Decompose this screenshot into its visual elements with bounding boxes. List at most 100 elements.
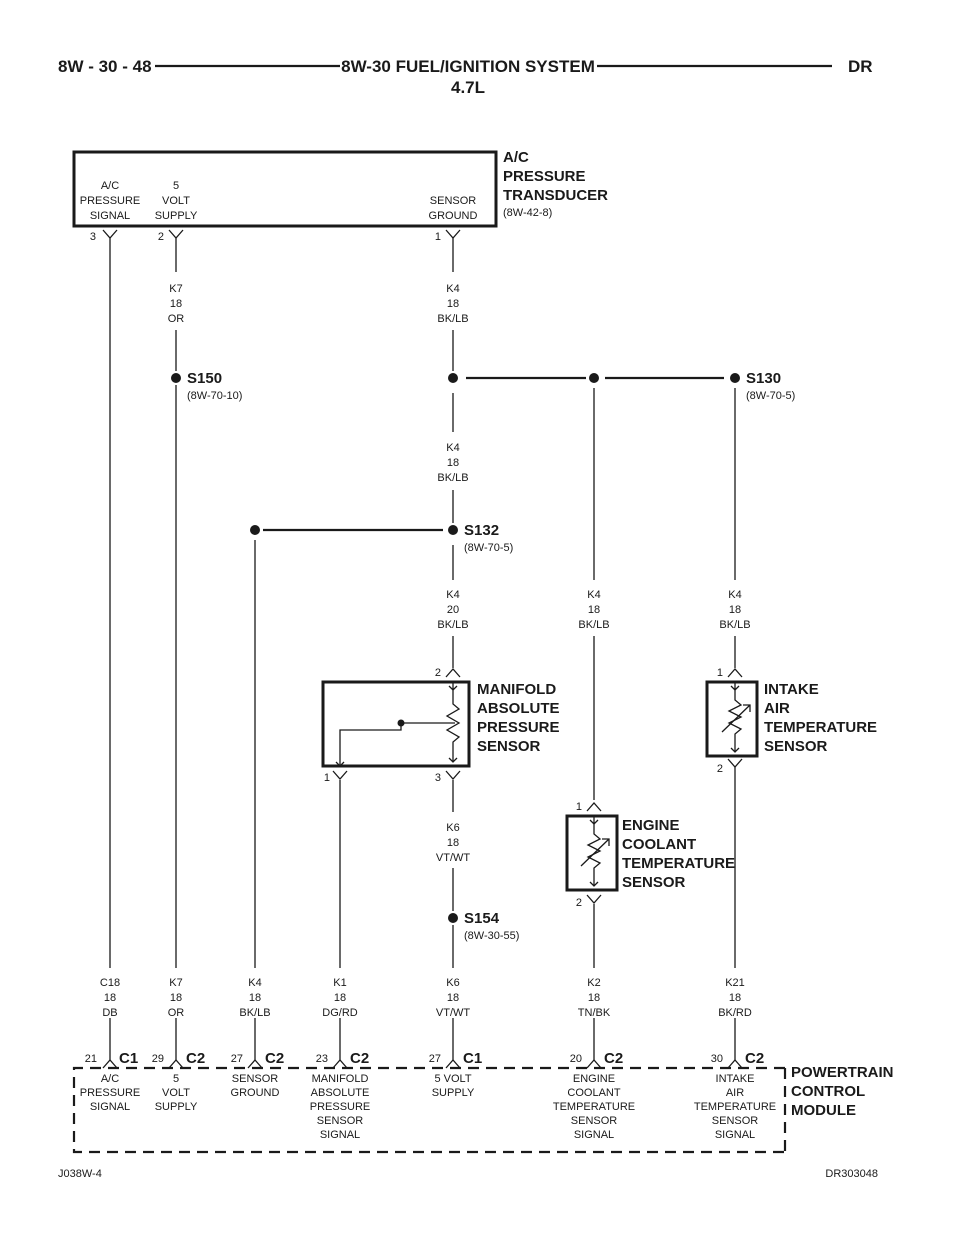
map-pin1-number: 1: [324, 772, 330, 784]
pcm-pin27-c2-number: 27: [231, 1053, 243, 1065]
splice-s130-ref: (8W-70-5): [746, 390, 795, 402]
ac-pin3-number: 3: [90, 231, 96, 243]
pcm-pin20-conn: C2: [604, 1050, 623, 1067]
pcm-pin27-c2-label-1: SENSOR: [232, 1073, 279, 1085]
pcm-name-3: MODULE: [791, 1102, 856, 1119]
splice-s132-dot: [448, 525, 458, 535]
pcm-pin30-label-1: INTAKE: [716, 1073, 755, 1085]
ac-pin3-label-1: A/C: [101, 180, 119, 192]
splices: S150 (8W-70-10) S130 (8W-70-5) S132 (8W-…: [171, 370, 795, 942]
map-resistor: [445, 690, 461, 762]
ac-pin2-number: 2: [158, 231, 164, 243]
wire-label-k4-top-3: BK/LB: [437, 313, 468, 325]
pcm-pin20-terminal: [586, 1059, 602, 1069]
wire-label-k21-2: 18: [729, 992, 741, 1004]
iat-sensor: 1 INTAKE AIR TEMPERATURE SENSOR 2: [705, 667, 877, 775]
pcm-pin29-number: 29: [152, 1053, 164, 1065]
ect-pin2-number: 2: [576, 897, 582, 909]
ect-pin2-terminal: [586, 894, 602, 904]
map-pin2-terminal: [445, 668, 461, 678]
ect-sensor-box: [565, 814, 619, 892]
page-number: 8W - 30 - 48: [58, 57, 152, 76]
pcm-pin27-c1-conn: C1: [463, 1050, 482, 1067]
map-pin3-number: 3: [435, 772, 441, 784]
pcm-pin30-label-2: AIR: [726, 1087, 744, 1099]
pcm-pin29-label-1: 5: [173, 1073, 179, 1085]
iat-thermistor-arrow: [721, 704, 751, 733]
ac-transducer-name-3: TRANSDUCER: [503, 187, 608, 204]
wire-label-k21-3: BK/RD: [718, 1007, 752, 1019]
wire-label-k4-bot-1: K4: [248, 977, 261, 989]
ac-pin2-label-2: VOLT: [162, 195, 190, 207]
wire-label-k4-mid-3: BK/LB: [437, 472, 468, 484]
ect-name-3: TEMPERATURE: [622, 855, 735, 872]
pcm-pin21-label-1: A/C: [101, 1073, 119, 1085]
pcm-pin20-label-4: SENSOR: [571, 1115, 618, 1127]
wire-label-k4-map-1: K4: [446, 589, 459, 601]
ect-thermistor-arrow: [580, 838, 610, 867]
page-footer: J038W-4 DR303048: [58, 1168, 878, 1180]
ac-pin3-label-3: SIGNAL: [90, 210, 130, 222]
wire-label-k4-top-1: K4: [446, 283, 459, 295]
wire-label-k6-mid-2: 18: [447, 837, 459, 849]
pcm-pin23-label-1: MANIFOLD: [312, 1073, 369, 1085]
page-header: 8W - 30 - 48 8W-30 FUEL/IGNITION SYSTEM …: [58, 57, 873, 97]
splice-s130-junction-a: [448, 373, 458, 383]
map-signal-lead: [339, 723, 402, 766]
iat-name-4: SENSOR: [764, 738, 828, 755]
wire-label-k4-map-2: 20: [447, 604, 459, 616]
wire-label-k4-mid-1: K4: [446, 442, 459, 454]
iat-pin2-number: 2: [717, 763, 723, 775]
splice-s132-junction: [250, 525, 260, 535]
ac-pin3-label-2: PRESSURE: [80, 195, 141, 207]
pcm-pin23-label-3: PRESSURE: [310, 1101, 371, 1113]
ac-pin3-terminal: [102, 229, 118, 239]
pcm-pin23-label-2: ABSOLUTE: [311, 1087, 370, 1099]
ac-transducer-name-2: PRESSURE: [503, 168, 586, 185]
ac-pin2-label-1: 5: [173, 180, 179, 192]
pcm-pin30-label-3: TEMPERATURE: [694, 1101, 776, 1113]
pcm-pin27-c1-number: 27: [429, 1053, 441, 1065]
splice-s150-name: S150: [187, 370, 222, 387]
pcm-pin23-conn: C2: [350, 1050, 369, 1067]
pcm-pin29-label-3: SUPPLY: [155, 1101, 198, 1113]
ect-pin1-number: 1: [576, 801, 582, 813]
pcm-pin27-c2-label-2: GROUND: [231, 1087, 280, 1099]
splice-s154-ref: (8W-30-55): [464, 930, 519, 942]
ac-pin2-label-3: SUPPLY: [155, 210, 198, 222]
wire-label-k7-top-3: OR: [168, 313, 185, 325]
ac-pressure-transducer: A/C PRESSURE TRANSDUCER (8W-42-8) A/C PR…: [72, 149, 608, 243]
map-pin2-number: 2: [435, 667, 441, 679]
wire-label-k4-iat-2: 18: [729, 604, 741, 616]
pcm-pin30-number: 30: [711, 1053, 723, 1065]
wire-label-k7-top-2: 18: [170, 298, 182, 310]
wire-label-k4-iat-1: K4: [728, 589, 741, 601]
pcm-pin21-conn: C1: [119, 1050, 138, 1067]
pcm-pin29-terminal: [168, 1059, 184, 1069]
iat-name-1: INTAKE: [764, 681, 819, 698]
page-subtitle: 4.7L: [451, 78, 485, 97]
pcm-pin30-label-5: SIGNAL: [715, 1129, 755, 1141]
pcm-pin30-terminal: [727, 1059, 743, 1069]
iat-arrow-bottom: [730, 747, 740, 753]
iat-pin2-terminal: [727, 758, 743, 768]
pcm-pin29-conn: C2: [186, 1050, 205, 1067]
wire-label-k21-1: K21: [725, 977, 745, 989]
wire-label-k4-ect-3: BK/LB: [578, 619, 609, 631]
pcm-pin20-label-1: ENGINE: [573, 1073, 615, 1085]
map-arrow-bottom: [448, 757, 458, 763]
wire-label-k6-mid-1: K6: [446, 822, 459, 834]
ac-transducer-box: [72, 150, 498, 228]
wire-label-c18-2: 18: [104, 992, 116, 1004]
powertrain-control-module: 21 C1 29 C2 27 C2 23 C2 27 C1 20 C2 30 C…: [72, 1050, 894, 1154]
pcm-pin30-conn: C2: [745, 1050, 764, 1067]
pcm-pin20-number: 20: [570, 1053, 582, 1065]
pcm-name-2: CONTROL: [791, 1083, 865, 1100]
pcm-pin23-label-4: SENSOR: [317, 1115, 364, 1127]
wire-label-k6-bot-2: 18: [447, 992, 459, 1004]
pcm-pin27-c1-terminal: [445, 1059, 461, 1069]
pcm-pin27-c2-terminal: [247, 1059, 263, 1069]
iat-pin1-number: 1: [717, 667, 723, 679]
ect-resistor: [586, 824, 602, 886]
